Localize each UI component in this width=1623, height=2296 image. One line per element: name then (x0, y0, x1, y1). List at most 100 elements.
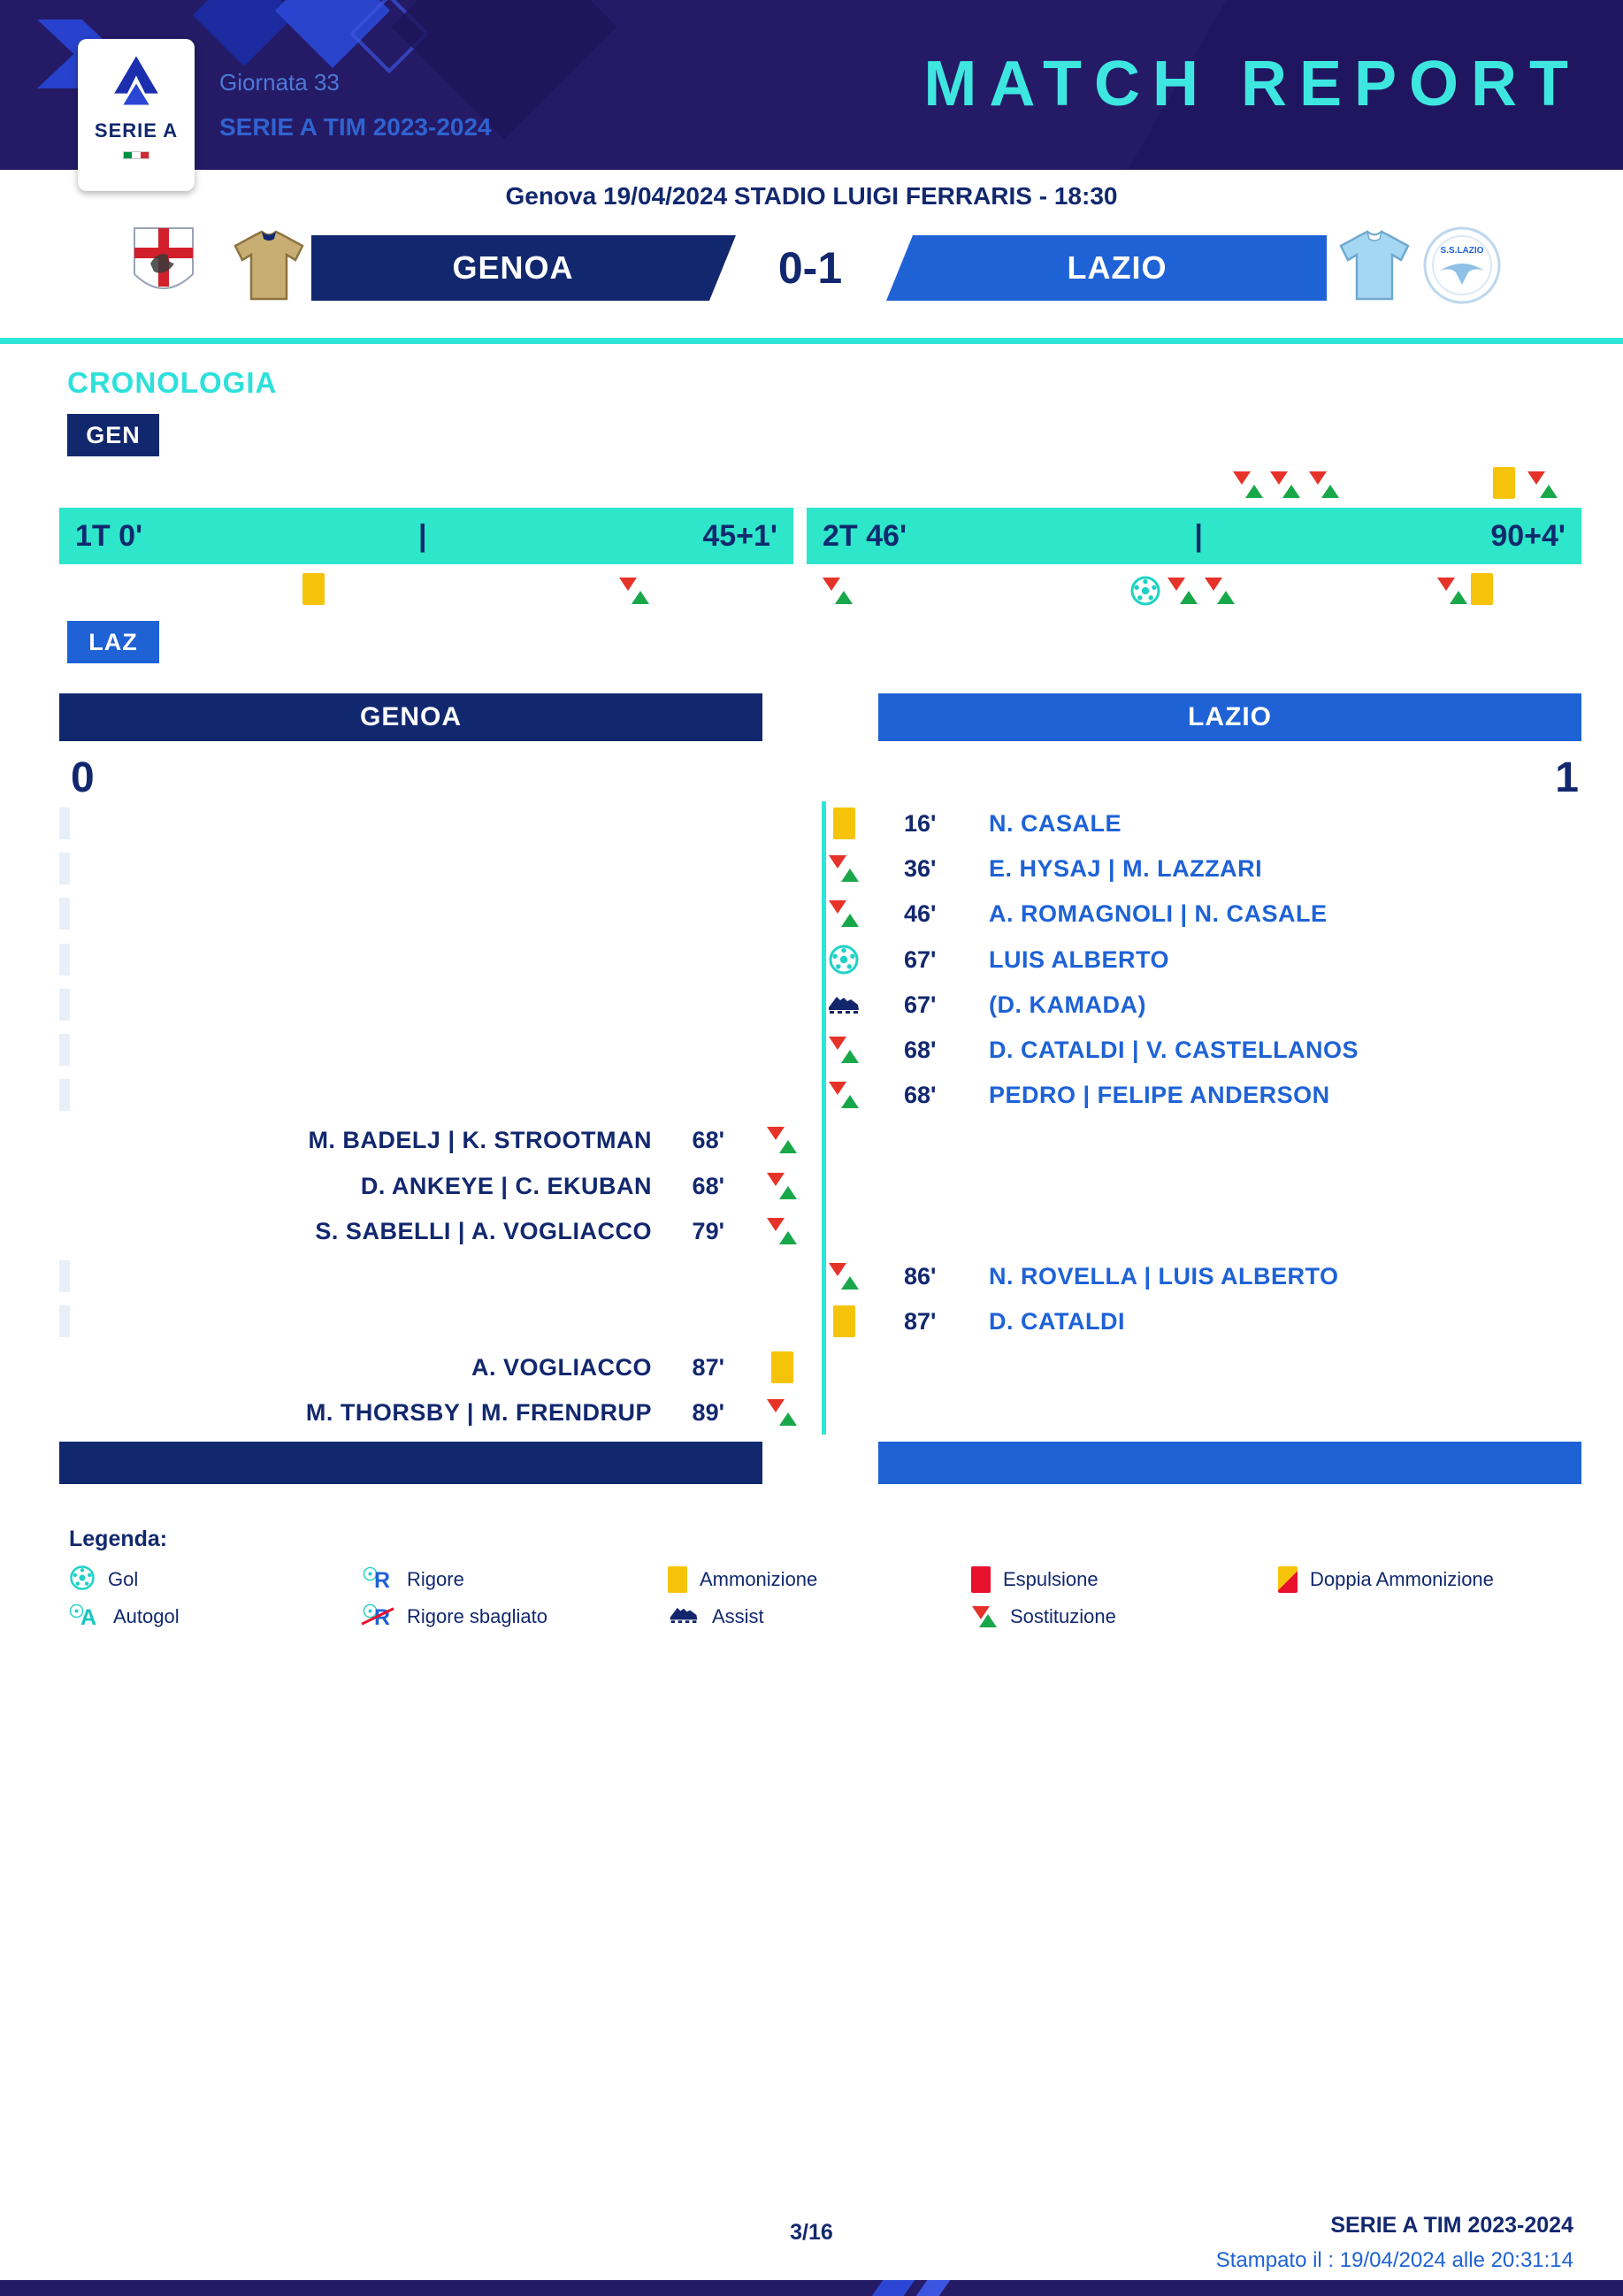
event-minute: 87' (692, 1354, 724, 1381)
event-text: M. THORSBY | M. FRENDRUP (305, 1399, 652, 1426)
yellow-card-icon (770, 1351, 793, 1383)
cronologia-title: CRONOLOGIA (67, 366, 278, 399)
event-minute: 68' (692, 1127, 724, 1153)
event-row: 68' PEDRO | FELIPE ANDERSON (0, 1073, 1623, 1117)
event-text: LUIS ALBERTO (989, 946, 1170, 973)
event-text: N. ROVELLA | LUIS ALBERTO (989, 1263, 1339, 1290)
event-text: (D. KAMADA) (989, 991, 1146, 1018)
footer-strip (0, 2280, 1623, 2296)
season-label: SERIE A TIM 2023-2024 (219, 113, 492, 141)
match-info-line: Genova 19/04/2024 STADIO LUIGI FERRARIS … (505, 182, 1118, 210)
row-tick (59, 1079, 70, 1111)
events-center-line (822, 801, 826, 1435)
second-half-start: 2T 46' (823, 518, 907, 553)
timeline-substitution-icon (822, 575, 854, 611)
substitution-icon (828, 1034, 860, 1066)
serie-a-logo-card: SERIE A (78, 39, 195, 191)
giornata-label: Giornata 33 (219, 69, 340, 96)
event-text: D. CATALDI (989, 1308, 1125, 1335)
legend-item: R Rigore (363, 1564, 464, 1596)
timeline-substitution-icon (1308, 469, 1340, 505)
event-row: 46' A. ROMAGNOLI | N. CASALE (0, 892, 1623, 936)
legend-item: R Rigore sbagliato (363, 1601, 547, 1633)
divider-rule (0, 338, 1623, 344)
substitution-icon (828, 1079, 860, 1111)
event-row: D. ANKEYE | C. EKUBAN 68' (0, 1164, 1623, 1208)
header-decoration (1128, 0, 1623, 170)
row-tick (59, 853, 70, 884)
event-row: 67' (D. KAMADA) (0, 983, 1623, 1027)
event-text: A. ROMAGNOLI | N. CASALE (989, 900, 1328, 927)
legend-label: Doppia Ammonizione (1310, 1568, 1494, 1590)
substitution-icon (828, 898, 860, 930)
timeline-substitution-icon (1204, 575, 1236, 611)
event-row: 87' D. CATALDI (0, 1299, 1623, 1343)
legend-item: Ammonizione (668, 1564, 817, 1596)
event-minute: 79' (692, 1218, 724, 1244)
timeline-substitution-icon (618, 575, 650, 611)
event-minute: 16' (904, 810, 937, 837)
row-tick (59, 1034, 70, 1066)
timeline-goal-icon (1129, 575, 1161, 611)
lazio-tag-badge: LAZ (67, 621, 159, 663)
substitution-icon (828, 1260, 860, 1292)
legend-item: Gol (69, 1564, 138, 1596)
event-minute: 86' (904, 1263, 937, 1290)
row-tick (59, 898, 70, 930)
event-minute: 68' (904, 1037, 937, 1063)
legend-item: Assist (668, 1601, 764, 1633)
legend-label: Assist (712, 1605, 764, 1627)
row-tick (59, 807, 70, 839)
event-row: S. SABELLI | A. VOGLIACCO 79' (0, 1209, 1623, 1253)
event-minute: 67' (904, 946, 937, 973)
event-row: 86' N. ROVELLA | LUIS ALBERTO (0, 1254, 1623, 1298)
second-half-tick: | (1194, 518, 1203, 553)
match-score: 0-1 (777, 243, 843, 293)
legend-label: Autogol (113, 1605, 180, 1627)
timeline-substitution-icon (1232, 469, 1264, 505)
home-bottom-bar (59, 1442, 762, 1484)
italy-flag-icon (123, 151, 149, 159)
event-text: PEDRO | FELIPE ANDERSON (989, 1082, 1330, 1108)
legend-label: Ammonizione (700, 1568, 818, 1590)
row-tick (59, 989, 70, 1021)
missed-penalty-icon: R (363, 1603, 394, 1630)
event-text: M. BADELJ | K. STROOTMAN (308, 1127, 652, 1153)
away-goals-count: 1 (1555, 754, 1579, 801)
legend-label: Sostituzione (1010, 1605, 1116, 1627)
lazio-crest-label: S.S.LAZIO (1441, 246, 1484, 256)
first-half-bar: 1T 0' | 45+1' (59, 508, 793, 564)
legend-label: Rigore (407, 1568, 464, 1590)
event-text: A. VOGLIACCO (471, 1354, 652, 1381)
event-minute: 68' (692, 1173, 724, 1199)
legend-item: Sostituzione (971, 1601, 1116, 1633)
serie-a-logo-icon (107, 51, 165, 114)
genoa-jersey-icon (230, 230, 308, 307)
away-team-bar: LAZIO (886, 235, 1327, 301)
event-minute: 46' (904, 900, 937, 927)
double-yellow-card-icon (1278, 1566, 1298, 1593)
second-half-bar: 2T 46' | 90+4' (807, 508, 1581, 564)
away-bottom-bar (878, 1442, 1581, 1484)
event-row: 68' D. CATALDI | V. CASTELLANOS (0, 1028, 1623, 1072)
substitution-icon (828, 853, 860, 884)
first-half-end: 45+1' (702, 518, 777, 553)
own-goal-icon: A (69, 1603, 101, 1630)
event-minute: 68' (904, 1082, 937, 1108)
goal-icon (69, 1565, 96, 1596)
event-minute: 67' (904, 991, 937, 1018)
event-text: N. CASALE (989, 810, 1122, 837)
genoa-tag-badge: GEN (67, 414, 159, 456)
event-row: 16' N. CASALE (0, 801, 1623, 846)
event-text: S. SABELLI | A. VOGLIACCO (315, 1218, 652, 1244)
lazio-jersey-icon (1336, 229, 1413, 307)
serie-a-logo-text: SERIE A (94, 119, 179, 142)
yellow-card-icon (668, 1566, 687, 1593)
assist-icon (824, 983, 863, 1027)
footer-printed-timestamp: Stampato il : 19/04/2024 alle 20:31:14 (1215, 2248, 1573, 2272)
legend-title: Legenda: (69, 1527, 168, 1551)
legend-item: Doppia Ammonizione (1278, 1564, 1494, 1596)
goal-icon (824, 938, 863, 982)
home-goals-count: 0 (71, 754, 95, 801)
